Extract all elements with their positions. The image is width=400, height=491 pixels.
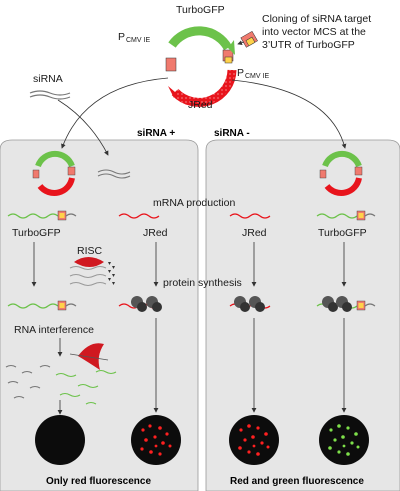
arrow-sirna-to-cell: [57, 99, 109, 156]
promoter-1-label: P: [118, 31, 125, 43]
right-turbogfp-label: TurboGFP: [318, 227, 367, 239]
plasmid-turbogfp-label: TurboGFP: [176, 4, 225, 16]
right-jred-label: JRed: [242, 227, 267, 239]
result-red-well-left: [131, 415, 181, 465]
risc-label: RISC: [77, 245, 103, 257]
red-spots-left: [140, 424, 172, 456]
result-dark-well: [35, 415, 85, 465]
cloning-note-line-1: Cloning of siRNA target: [262, 13, 371, 25]
sirna-duplex-icon: [29, 90, 71, 100]
promoter-2-label: P: [237, 67, 244, 79]
cloning-insert-icon: [237, 30, 258, 48]
left-cell-plasmid: [32, 150, 76, 196]
risc-complex-icon: [69, 257, 115, 286]
green-spots: [328, 424, 360, 456]
mrna-row: [7, 210, 376, 221]
left-panel-heading: siRNA +: [137, 128, 175, 139]
promoter-1-sub: CMV IE: [126, 37, 150, 44]
left-jred-label: JRed: [143, 227, 168, 239]
protein-synthesis-label: protein synthesis: [163, 277, 242, 289]
cell-left: [0, 139, 199, 491]
red-spots-right: [238, 424, 270, 456]
translation-row: [7, 296, 376, 312]
sirna-label: siRNA: [33, 73, 63, 85]
degraded-mrna-fragments: [5, 364, 117, 405]
result-arrows: [57, 318, 347, 415]
result-red-well-right: [229, 415, 279, 465]
arrow-to-right-cell: [231, 79, 347, 149]
process-arrows: [31, 242, 347, 287]
cloning-note-line-2: into vector MCS at the: [262, 26, 366, 38]
right-cell-plasmid: [319, 150, 363, 196]
left-result-caption: Only red fluorescence: [46, 476, 151, 487]
risc-cleaving-icon: [78, 343, 104, 370]
left-cell-sirna-icon: [97, 169, 131, 179]
arrow-to-left-cell: [61, 77, 169, 149]
promoter-2-sub: CMV IE: [245, 73, 269, 80]
right-panel-heading: siRNA -: [214, 128, 250, 139]
cloning-note-line-3: 3’UTR of TurboGFP: [262, 39, 355, 51]
plasmid-jred-label: JRed: [188, 99, 213, 111]
rna-interference-label: RNA interference: [14, 324, 94, 336]
left-turbogfp-label: TurboGFP: [12, 227, 61, 239]
risc-cleave-line: [69, 353, 109, 361]
right-result-caption: Red and green fluorescence: [230, 476, 364, 487]
vector-plasmid: [165, 26, 237, 107]
mrna-production-label: mRNA production: [153, 197, 235, 209]
result-green-well: [319, 415, 369, 465]
